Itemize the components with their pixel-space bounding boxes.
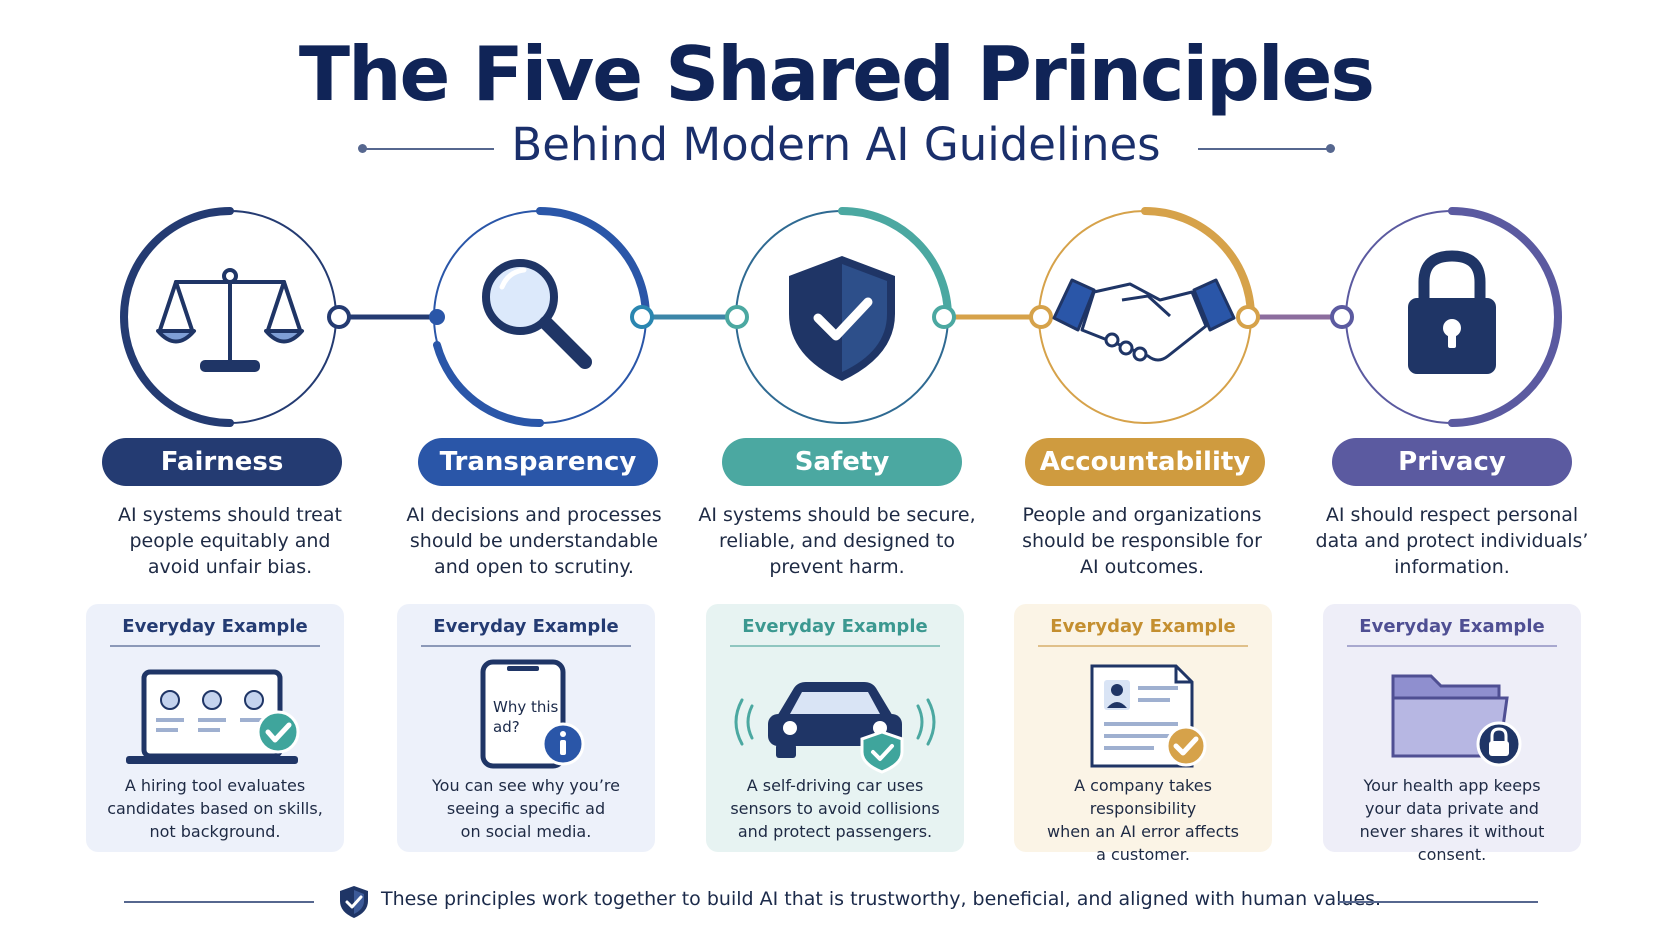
- description-line: reliable, and designed to: [718, 530, 956, 552]
- example-text: A company takes responsibility when an A…: [1014, 774, 1272, 866]
- example-card-fairness: Everyday Example A hiring tool evaluates…: [86, 604, 344, 852]
- shield-check-icon: [340, 886, 368, 918]
- example-card-privacy: Everyday Example Your health app keeps y…: [1323, 604, 1581, 864]
- magnifier-icon: [482, 259, 592, 369]
- description-fairness: AI systems should treat people equitably…: [85, 502, 375, 580]
- description-line: and open to scrutiny.: [434, 556, 634, 578]
- subtitle-divider-left: [362, 148, 494, 150]
- subtitle-divider-dot-left: [358, 144, 367, 153]
- page-title: The Five Shared Principles: [298, 30, 1375, 118]
- example-heading: Everyday Example: [433, 616, 619, 637]
- scales-icon: [156, 268, 304, 372]
- example-text-line: when an AI error affects: [1047, 822, 1239, 841]
- description-line: AI systems should be secure,: [698, 504, 976, 526]
- example-text-line: seeing a specific ad: [446, 799, 606, 818]
- pill-accountability: Accountability: [1025, 438, 1265, 486]
- connector-node: [327, 305, 351, 329]
- example-text-line: sensors to avoid collisions: [730, 799, 940, 818]
- example-text-line: your data private and: [1365, 799, 1539, 818]
- principles-ring-diagram: [120, 207, 1562, 428]
- description-line: People and organizations: [1022, 504, 1262, 526]
- example-text: A hiring tool evaluates candidates based…: [86, 774, 344, 843]
- connector-node: [1029, 305, 1053, 329]
- subtitle-divider-right: [1198, 148, 1330, 150]
- pill-privacy: Privacy: [1332, 438, 1572, 486]
- description-line: information.: [1394, 556, 1510, 578]
- example-card-accountability: Everyday Example A company takes respons…: [1014, 604, 1272, 864]
- description-line: should be responsible for: [1022, 530, 1262, 552]
- footer: These principles work together to build …: [0, 882, 1672, 922]
- laptop-candidates-icon: [126, 669, 300, 764]
- pill-fairness: Fairness: [102, 438, 342, 486]
- phone-text-line: ad?: [493, 718, 520, 736]
- description-line: avoid unfair bias.: [147, 556, 313, 578]
- description-line: AI decisions and processes: [406, 504, 662, 526]
- example-text: A self-driving car uses sensors to avoid…: [706, 774, 964, 843]
- document-check-icon: [1090, 664, 1207, 768]
- example-divider: [421, 645, 631, 647]
- description-line: AI systems should treat: [118, 504, 342, 526]
- connector-node: [429, 309, 445, 325]
- pill-safety: Safety: [722, 438, 962, 486]
- example-text-line: not background.: [149, 822, 281, 841]
- footer-divider-left: [124, 901, 314, 903]
- example-text: You can see why you’re seeing a specific…: [397, 774, 655, 843]
- subtitle-divider-dot-right: [1326, 144, 1335, 153]
- connector-node: [1330, 305, 1354, 329]
- footer-divider-right: [1338, 901, 1538, 903]
- example-text-line: a customer.: [1096, 845, 1190, 864]
- pill-transparency: Transparency: [418, 438, 658, 486]
- example-text-line: never shares it without consent.: [1359, 822, 1545, 864]
- example-card-safety: Everyday Example A self-driving car uses…: [706, 604, 964, 852]
- description-line: prevent harm.: [769, 556, 905, 578]
- example-card-transparency: Everyday Example Why this ad? You can se…: [397, 604, 655, 852]
- description-line: people equitably and: [129, 530, 331, 552]
- subtitle-row: Behind Modern AI Guidelines: [0, 118, 1672, 178]
- car-sensors-icon: [734, 682, 936, 774]
- example-text-line: A hiring tool evaluates: [124, 776, 306, 795]
- description-line: data and protect individuals’: [1315, 530, 1589, 552]
- description-transparency: AI decisions and processes should be und…: [389, 502, 679, 580]
- handshake-icon: [1052, 278, 1236, 362]
- description-line: AI outcomes.: [1080, 556, 1204, 578]
- example-text-line: candidates based on skills,: [107, 799, 323, 818]
- connector-node: [932, 305, 956, 329]
- description-safety: AI systems should be secure, reliable, a…: [692, 502, 982, 580]
- example-divider: [730, 645, 940, 647]
- example-text-line: A company takes responsibility: [1074, 776, 1212, 818]
- example-divider: [1347, 645, 1557, 647]
- example-heading: Everyday Example: [1050, 616, 1236, 637]
- description-privacy: AI should respect personal data and prot…: [1307, 502, 1597, 580]
- example-text-line: You can see why you’re: [432, 776, 620, 795]
- page-subtitle: Behind Modern AI Guidelines: [511, 118, 1161, 171]
- folder-lock-icon: [1391, 674, 1522, 767]
- footer-text: These principles work together to build …: [381, 888, 1382, 910]
- example-text: Your health app keeps your data private …: [1323, 774, 1581, 866]
- description-line: should be understandable: [409, 530, 659, 552]
- phone-text-line: Why this: [493, 698, 559, 716]
- example-text-line: A self-driving car uses: [746, 776, 924, 795]
- padlock-icon: [1408, 250, 1496, 374]
- example-text-line: on social media.: [460, 822, 592, 841]
- example-heading: Everyday Example: [742, 616, 928, 637]
- example-divider: [1038, 645, 1248, 647]
- shield-check-icon: [789, 256, 895, 381]
- example-text-line: Your health app keeps: [1363, 776, 1541, 795]
- phone-info-icon: Why this ad?: [480, 659, 585, 769]
- example-divider: [110, 645, 320, 647]
- description-line: AI should respect personal: [1325, 504, 1579, 526]
- example-heading: Everyday Example: [1359, 616, 1545, 637]
- connector-node: [1236, 305, 1260, 329]
- connector-node: [630, 305, 654, 329]
- connector-node: [725, 305, 749, 329]
- example-text-line: and protect passengers.: [737, 822, 933, 841]
- example-heading: Everyday Example: [122, 616, 308, 637]
- description-accountability: People and organizations should be respo…: [997, 502, 1287, 580]
